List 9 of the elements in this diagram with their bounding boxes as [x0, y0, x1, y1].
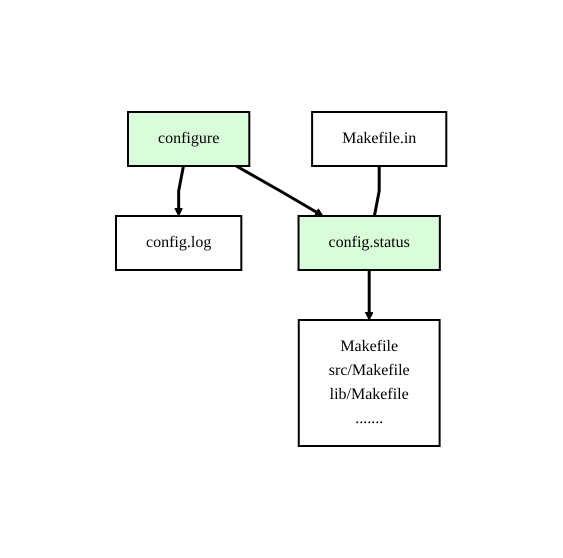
arrow [174, 166, 186, 216]
connector [373, 166, 382, 216]
node-box: Makefile src/Makefile lib/Makefile ....... [298, 319, 441, 447]
node-box: config.status [298, 215, 442, 271]
arrow [236, 164, 324, 216]
node-box: config.log [115, 215, 243, 271]
arrow [365, 270, 374, 320]
node-box: configure [127, 111, 251, 167]
node-box: Makefile.in [311, 111, 448, 167]
